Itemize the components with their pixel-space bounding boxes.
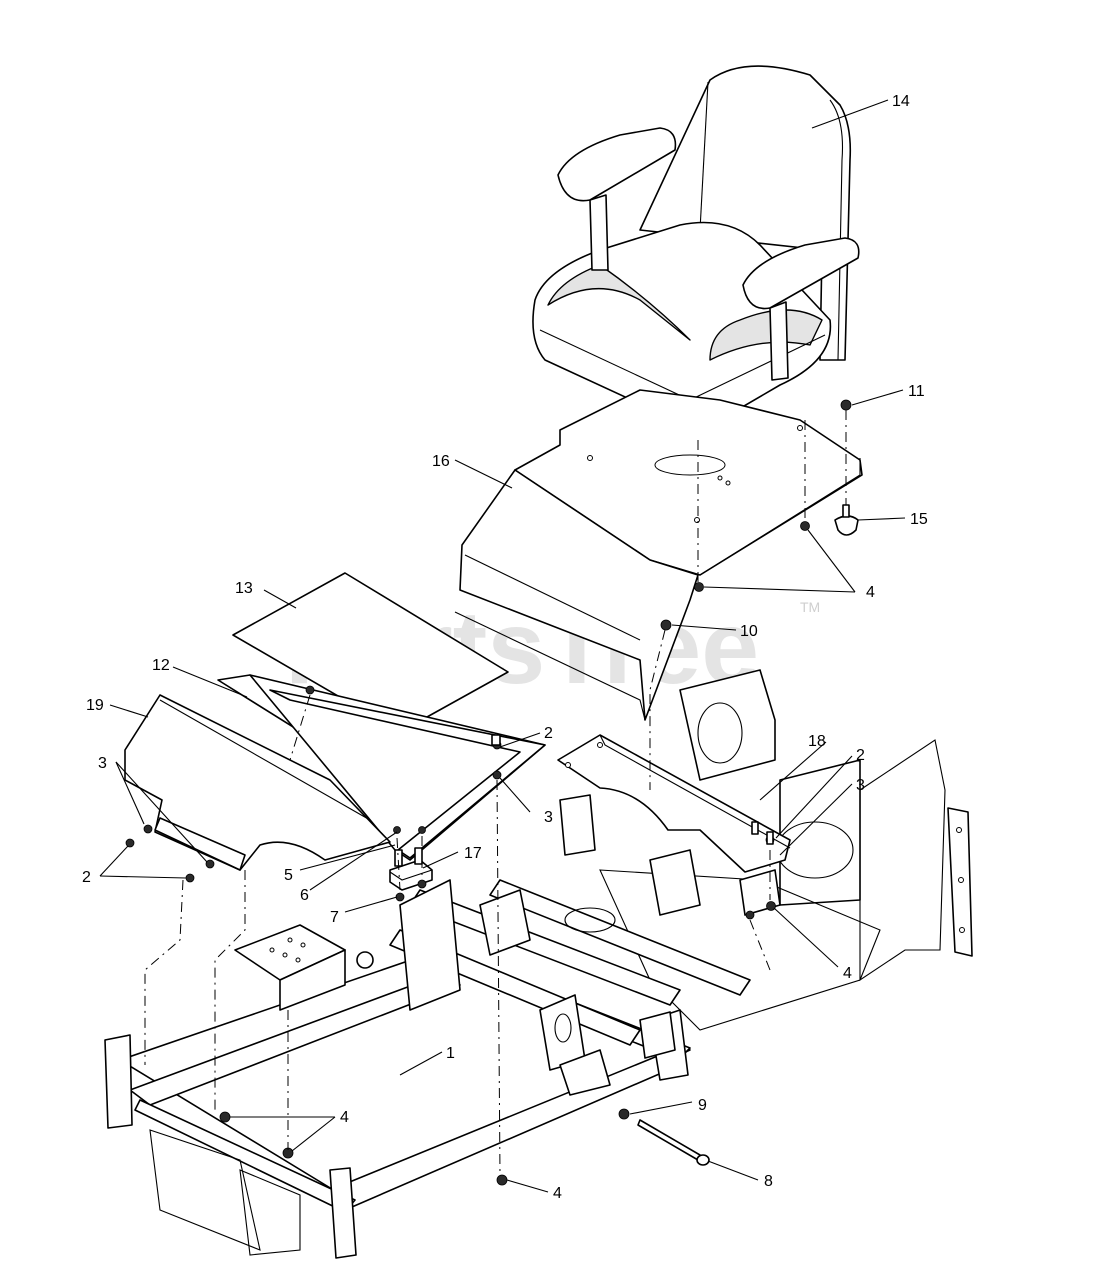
callout-label: 11 <box>908 383 925 400</box>
callout-label: 6 <box>300 887 309 904</box>
pivot-bolt-part <box>637 1119 710 1166</box>
callout-label: 10 <box>740 623 758 640</box>
hardware-group <box>125 399 852 1186</box>
bumper-part <box>834 504 859 536</box>
callout-label: 17 <box>464 845 482 862</box>
mount-bracket-part <box>557 734 791 873</box>
callout-label: 15 <box>910 511 928 528</box>
callout-label: 4 <box>340 1109 349 1126</box>
callout-label: 9 <box>698 1097 707 1114</box>
callout-label: 18 <box>808 733 826 750</box>
callout-label: 4 <box>866 584 875 601</box>
callout-label: 3 <box>544 809 553 826</box>
callout-label: 4 <box>843 965 852 982</box>
callout-leaders <box>99 99 906 1193</box>
seat-part <box>532 65 860 446</box>
callout-label: 3 <box>98 755 107 772</box>
callout-label: 2 <box>82 869 91 886</box>
callout-label: 1 <box>446 1045 455 1062</box>
frame-part <box>104 669 973 1259</box>
alignment-lines <box>144 410 847 1176</box>
callout-label: 5 <box>284 867 293 884</box>
callout-label: 14 <box>892 93 910 110</box>
callout-label: 16 <box>432 453 450 470</box>
callout-label: 8 <box>764 1173 773 1190</box>
side-panel-part <box>124 694 391 871</box>
seat-pan-part <box>454 389 863 721</box>
callout-label: 2 <box>544 725 553 742</box>
callout-label: 13 <box>235 580 253 597</box>
callout-label: 7 <box>330 909 339 926</box>
callout-label: 3 <box>856 777 865 794</box>
watermark-trademark: TM <box>800 599 820 615</box>
callout-label: 12 <box>152 657 170 674</box>
callout-label: 2 <box>856 747 865 764</box>
callout-label: 19 <box>86 697 104 714</box>
callout-label: 4 <box>553 1185 562 1202</box>
callout-labels: 14 11 16 15 4 13 10 12 19 2 3 18 2 3 3 2… <box>82 93 928 1202</box>
